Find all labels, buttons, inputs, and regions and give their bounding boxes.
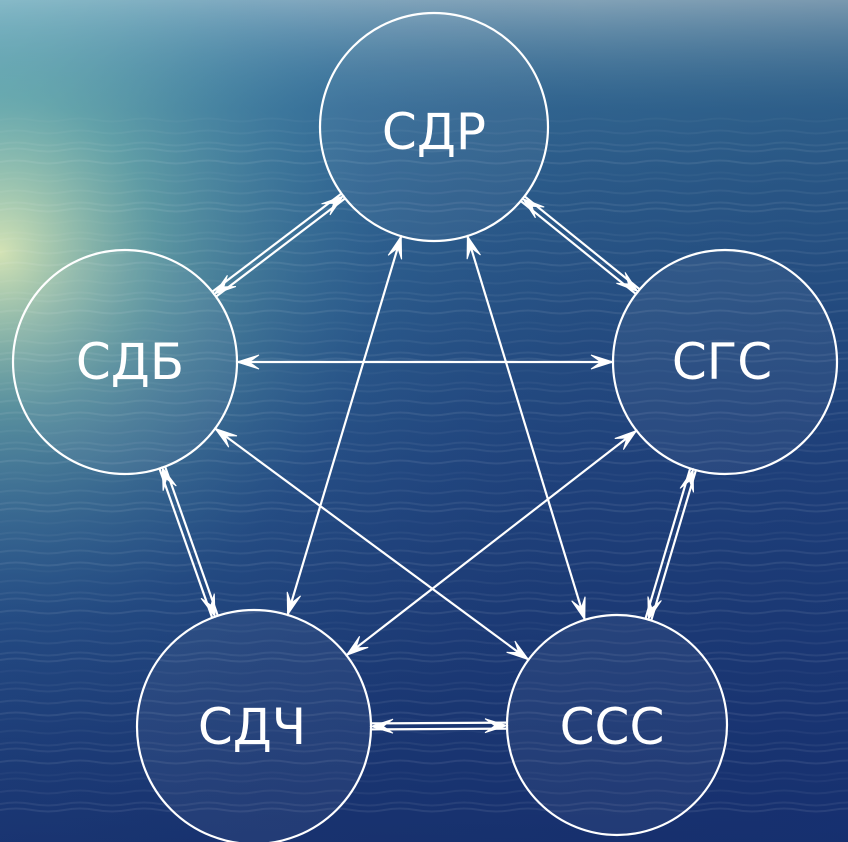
node-sgs: СГС (613, 250, 837, 474)
nodes: СДР СДБ СГС СДЧ ССС (13, 13, 837, 842)
edge-sdb-sdch-line-1 (165, 467, 218, 616)
node-label-sdb: СДБ (76, 333, 184, 391)
edge-sdr-sgs-line-2 (521, 201, 636, 294)
arrowhead-sdb-sdch-start (162, 468, 176, 491)
node-sdr: СДР (320, 13, 548, 241)
arrowhead-sdch-sss-start (371, 719, 393, 733)
arrowhead-sdb-sss-start (215, 429, 237, 448)
node-label-sdr: СДР (382, 103, 486, 161)
node-label-sdch: СДЧ (198, 698, 306, 756)
edge-sdch-sss-line-2 (371, 729, 507, 730)
arrowhead-sgs-sss-end (648, 597, 662, 620)
edge-sdr-sdb-line-2 (212, 194, 341, 292)
node-label-sss: ССС (560, 698, 665, 756)
arrowhead-sdb-sss-end (507, 641, 529, 660)
edge-sgs-sss-line-1 (651, 470, 696, 620)
node-sdch: СДЧ (137, 610, 371, 842)
edge-sdr-sgs-line-1 (525, 196, 640, 289)
edge-sdch-sss-line-1 (371, 723, 507, 724)
arrowhead-sdch-sss-end (485, 719, 507, 733)
arrowhead-sgs-sss-start (680, 469, 693, 492)
edge-sdr-sdb-line-1 (216, 198, 345, 296)
edge-sdr-sss (467, 236, 584, 620)
edge-sdb-sdch-line-2 (160, 469, 213, 618)
node-label-sgs: СГС (672, 333, 772, 391)
node-sdb: СДБ (13, 250, 237, 474)
edge-sdr-sdch (288, 236, 402, 615)
arrowhead-sdb-sdch-end (201, 594, 215, 617)
edge-sgs-sss-line-2 (646, 469, 691, 619)
node-sss: ССС (507, 615, 727, 835)
